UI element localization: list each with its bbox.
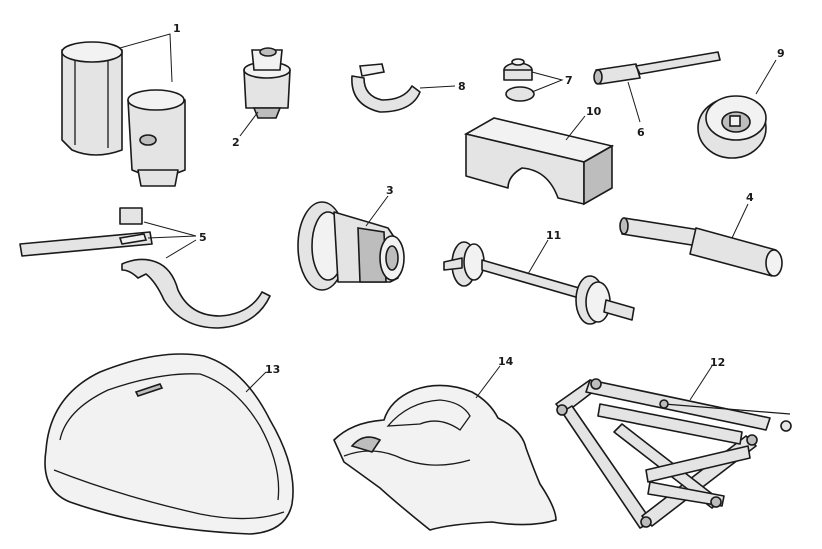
part-14-protective-cover <box>333 384 557 531</box>
part-1-split-sleeve <box>61 41 186 187</box>
callout-1: 1 <box>173 22 181 35</box>
part-3-flanged-sleeve <box>297 201 405 291</box>
callout-6: 6 <box>637 126 645 139</box>
callout-2: 2 <box>232 136 240 149</box>
part-11-puller-shaft <box>443 241 635 325</box>
part-4-drift <box>619 217 783 277</box>
callout-13: 13 <box>265 363 280 376</box>
part-5-hook-spanner <box>19 207 271 329</box>
part-2-fitting <box>243 47 291 119</box>
callout-5: 5 <box>199 231 207 244</box>
part-10-support-block <box>463 117 615 206</box>
callout-10: 10 <box>586 105 602 118</box>
part-8-half-ring <box>351 63 421 113</box>
part-13-seat-cover <box>44 353 294 535</box>
callout-12: 12 <box>710 356 725 369</box>
part-9-ring-nut <box>697 95 767 159</box>
part-6-pin <box>593 51 721 85</box>
part-12-frame-stand <box>555 378 792 529</box>
callout-9: 9 <box>777 47 785 60</box>
callout-8: 8 <box>458 80 466 93</box>
callout-14: 14 <box>498 355 514 368</box>
callout-3: 3 <box>386 184 394 197</box>
callout-7: 7 <box>565 74 573 87</box>
callout-11: 11 <box>546 229 561 242</box>
part-7-nut-pair <box>503 58 535 102</box>
callout-4: 4 <box>746 191 754 204</box>
